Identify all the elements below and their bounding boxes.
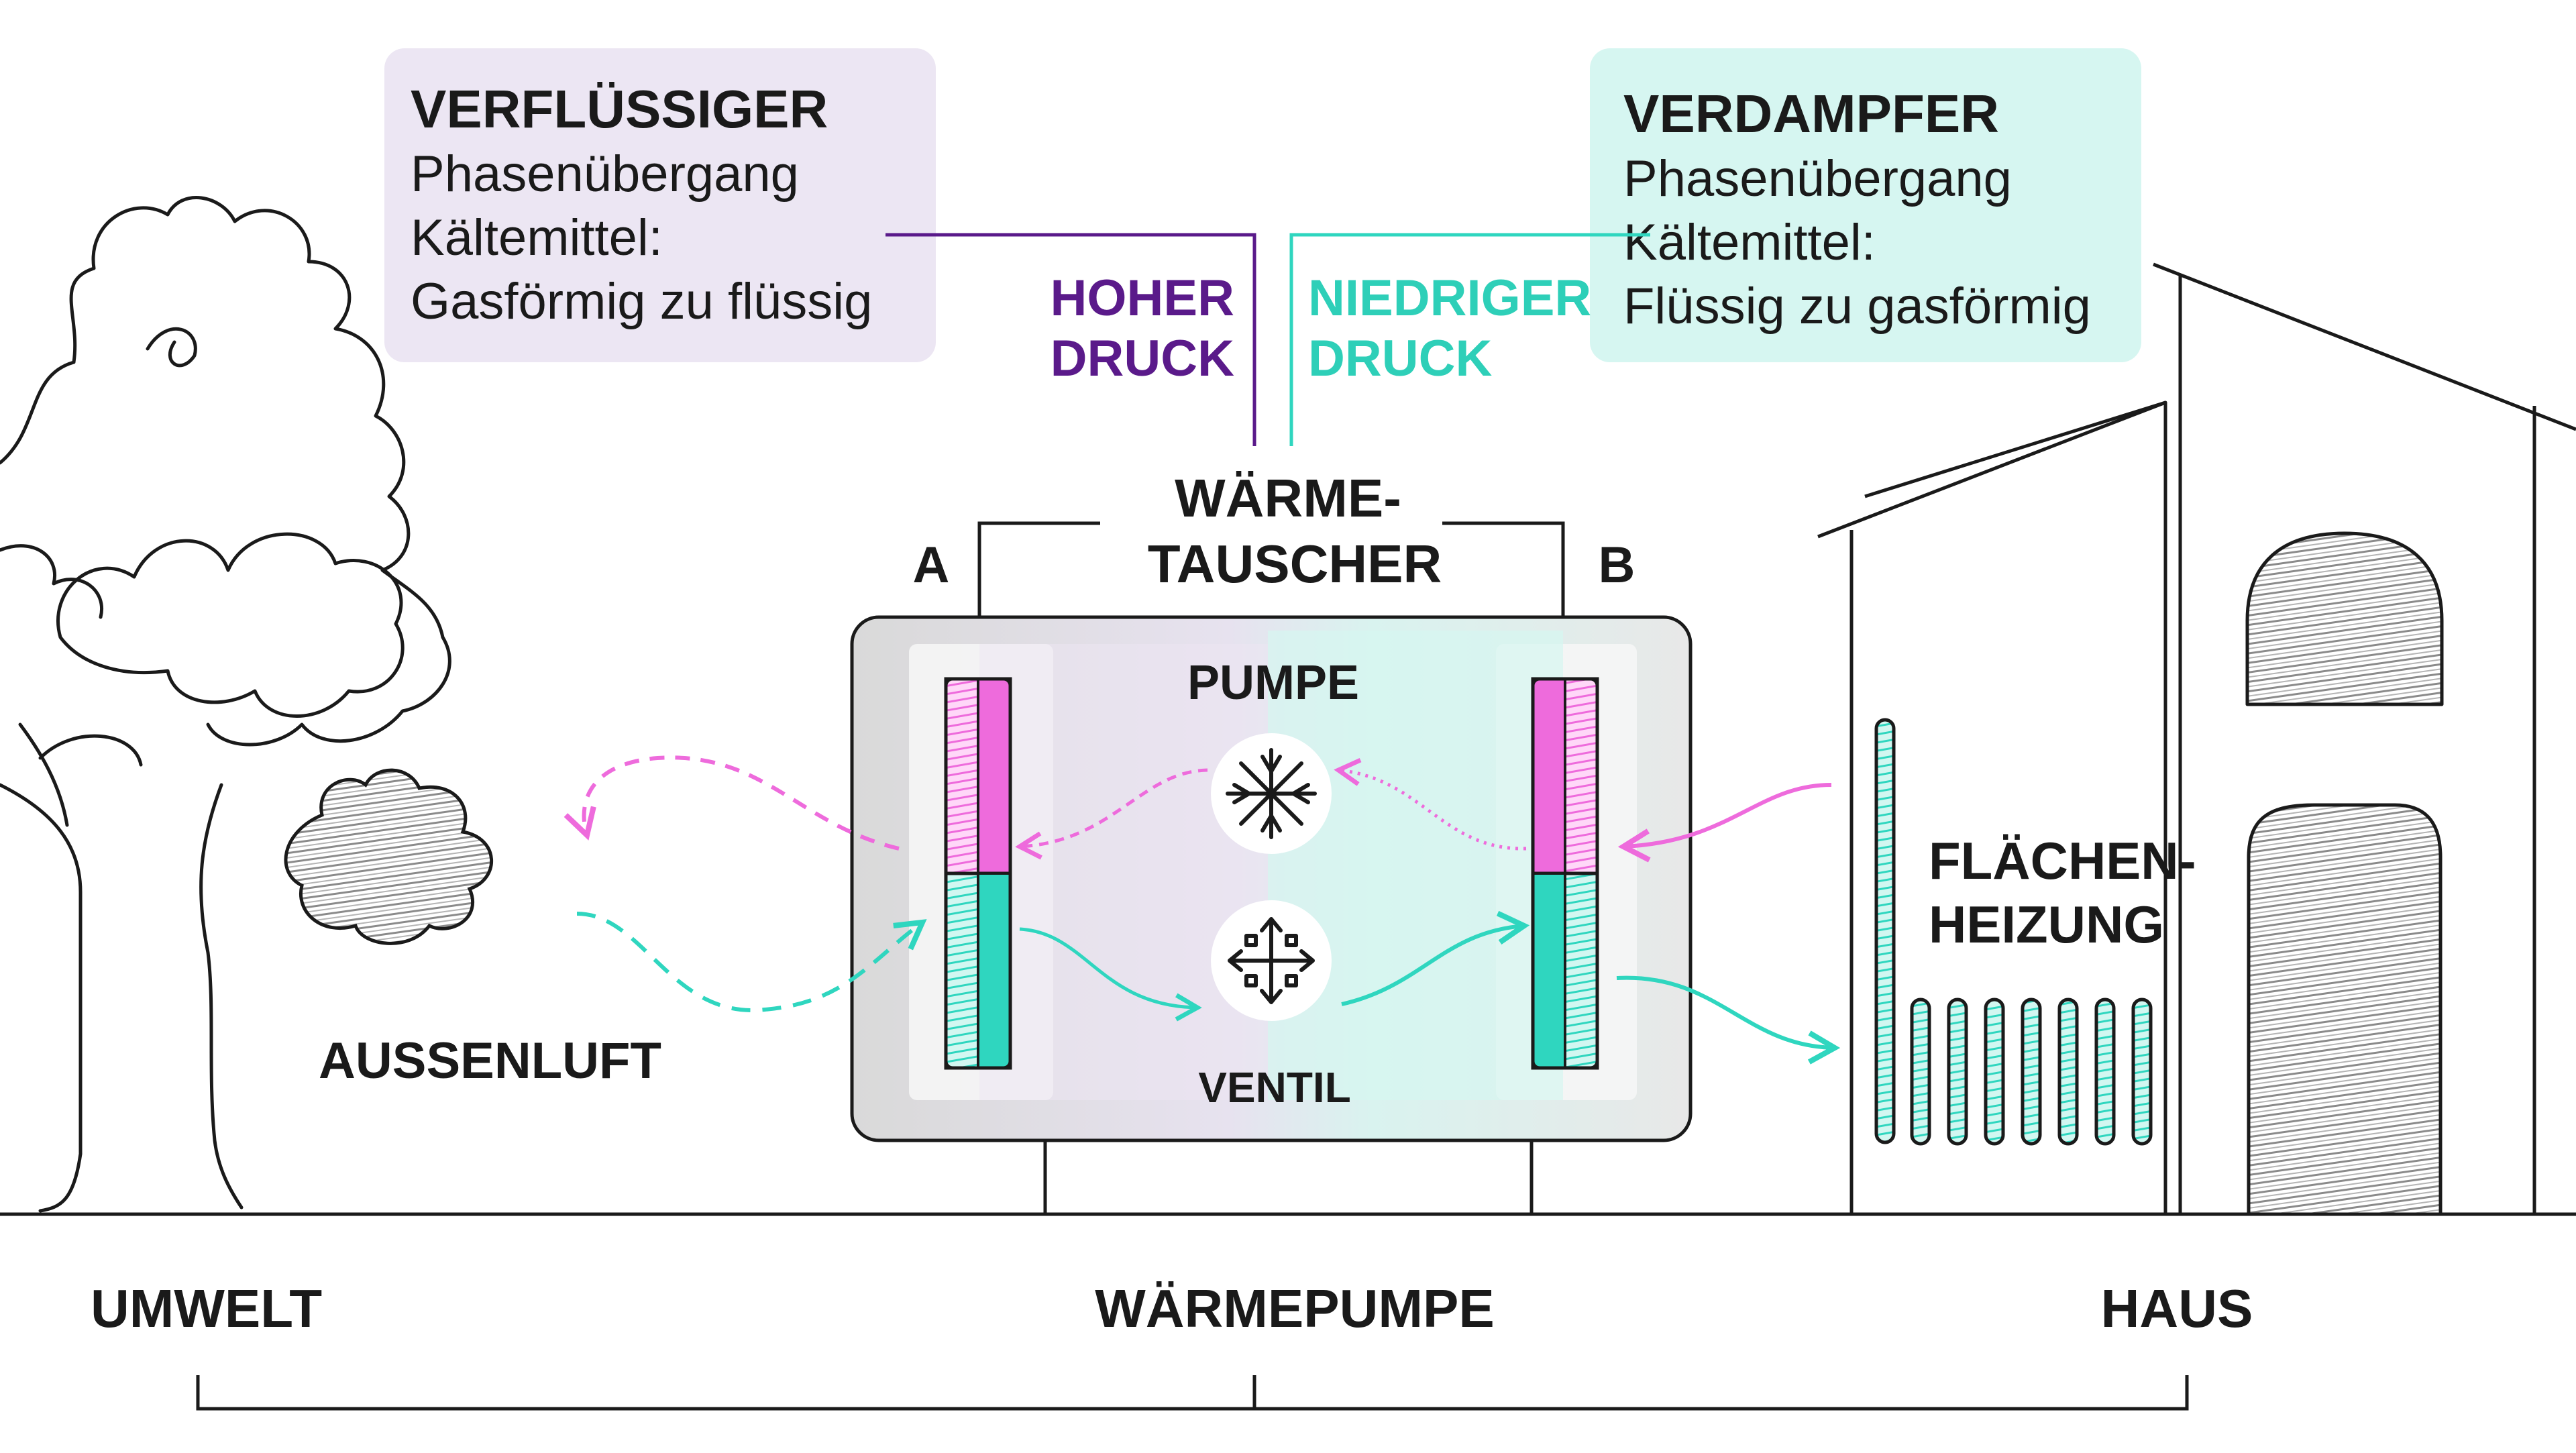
floor-heating-label-2: HEIZUNG (1929, 895, 2164, 954)
exchanger-b-cold-fill (1534, 875, 1564, 1067)
condenser-line-3: Gasförmig zu flüssig (411, 273, 872, 330)
outside-air-label: AUSSENLUFT (319, 1032, 661, 1089)
exchanger-label-1: WÄRME- (1175, 468, 1401, 528)
exchanger-b-hot-fill (1534, 680, 1564, 872)
bottom-bracket (196, 1375, 2189, 1411)
condenser-line-2: Kältemittel: (411, 209, 663, 266)
flow-pump-to-a (1015, 768, 1208, 860)
condenser-line-1: Phasenübergang (411, 146, 799, 203)
bottom-label-house: HAUS (2101, 1279, 2253, 1338)
heat-pump-unit: PUMPE VENTIL (850, 615, 1693, 1142)
evaporator-line-1: Phasenübergang (1623, 150, 2012, 207)
condenser-box (384, 48, 936, 362)
high-pressure-label-2: DRUCK (1051, 330, 1235, 387)
evaporator-box (1590, 48, 2141, 362)
evaporator-line-3: Flüssig zu gasförmig (1623, 278, 2091, 335)
outside-air-cloud (284, 768, 494, 945)
floor-heating-radiators (1874, 718, 2153, 1146)
exchanger-b-label: B (1599, 537, 1635, 594)
exchanger-a-label: A (913, 537, 950, 594)
house-illustration (1817, 262, 2576, 1216)
condenser-title: VERFLÜSSIGER (411, 79, 828, 139)
compress-arrows-icon (1226, 748, 1317, 839)
bottom-label-heatpump: WÄRMEPUMPE (1095, 1279, 1495, 1338)
low-pressure-label-1: NIEDRIGER (1308, 270, 1591, 327)
low-pressure-label-2: DRUCK (1308, 330, 1493, 387)
bottom-label-environment: UMWELT (91, 1279, 322, 1338)
flow-a-to-valve (1019, 927, 1202, 1022)
exchanger-a-hot-fill (979, 680, 1009, 872)
pump-label: PUMPE (1187, 656, 1359, 710)
flow-hot-to-air (564, 755, 900, 851)
flow-air-to-a (576, 912, 927, 1012)
evaporator-callout: VERDAMPFER Phasenübergang Kältemittel: F… (1590, 48, 2141, 362)
high-pressure-label-1: HOHER (1051, 270, 1234, 327)
valve-label: VENTIL (1198, 1063, 1351, 1112)
condenser-connector (885, 233, 1256, 446)
condenser-callout: VERFLÜSSIGER Phasenübergang Kältemittel:… (384, 48, 936, 362)
flow-b-to-house (1616, 975, 1841, 1065)
unit-zone-high (979, 644, 1268, 1100)
flow-house-to-b (1617, 783, 1832, 863)
expand-arrows-icon (1228, 917, 1315, 1004)
exchanger-a-cold-fill (979, 875, 1009, 1067)
evaporator-title: VERDAMPFER (1623, 84, 1999, 144)
unit-zone-low (1268, 631, 1563, 1100)
floor-heating-label-1: FLÄCHEN- (1929, 831, 2196, 890)
evaporator-line-2: Kältemittel: (1623, 214, 1876, 271)
evaporator-connector (1289, 233, 1650, 446)
exchanger-label-2: TAUSCHER (1148, 534, 1442, 594)
flow-valve-to-b (1341, 910, 1530, 1006)
tree-illustration (0, 196, 451, 1213)
